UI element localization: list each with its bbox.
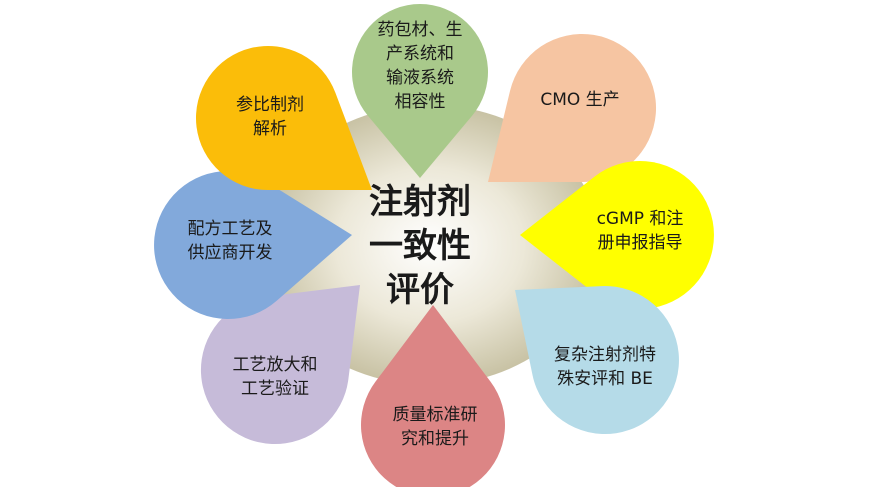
petal-label-rld: 参比制剂 解析	[236, 95, 304, 139]
petal-formulation	[154, 171, 352, 320]
petal-rld	[195, 45, 372, 190]
petal-label-formulation: 配方工艺及 供应商开发	[187, 219, 273, 263]
petal-cmo	[488, 34, 657, 182]
petal-label-complex: 复杂注射剂特 殊安评和 BE	[554, 345, 656, 389]
petal-process	[200, 285, 360, 445]
petal-cgmp	[520, 161, 714, 309]
petal-label-process: 工艺放大和 工艺验证	[232, 355, 318, 399]
petal-label-quality: 质量标准研 究和提升	[392, 405, 478, 449]
center-title: 注射剂 一致性 评价	[369, 182, 471, 310]
petal-label-cgmp: cGMP 和注 册申报指导	[596, 209, 684, 253]
petal-packaging	[352, 4, 488, 178]
petal-label-cmo: CMO 生产	[540, 90, 620, 110]
petal-label-packaging: 药包材、生 产系统和 输液系统 相容性	[377, 20, 463, 112]
petal-layer	[154, 4, 714, 487]
petal-complex	[515, 286, 679, 435]
petal-quality	[361, 305, 505, 487]
